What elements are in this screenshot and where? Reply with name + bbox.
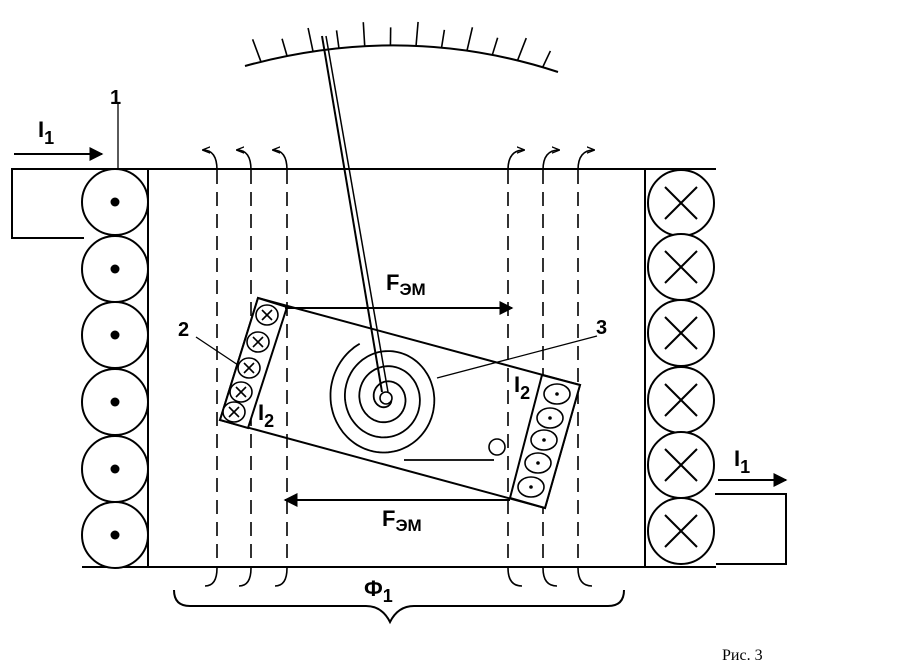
moving-frame <box>218 296 582 510</box>
right-lead-wire <box>715 493 787 565</box>
magnetic-flux-lines <box>203 150 594 587</box>
text-labels: 1 2 3 I1 I1 I2 I2 FЭМ FЭМ Ф1 Рис. 3 <box>38 87 763 664</box>
label-current-in: I1 <box>38 117 54 148</box>
conductor-cross-icon <box>243 362 255 374</box>
left-lead-wire <box>11 168 118 239</box>
flux-line-top-curl <box>577 150 594 171</box>
conductor-cross-icon <box>261 309 273 321</box>
force-arrows <box>283 301 514 507</box>
current-arrows <box>14 147 788 487</box>
label-force-bottom: FЭМ <box>382 506 422 535</box>
conductor-cross-icon <box>664 316 698 350</box>
conductor-dot-icon <box>110 197 120 207</box>
conductor-dot-icon <box>110 330 120 340</box>
conductor-dot-icon <box>555 392 559 396</box>
conductor-cross-icon <box>235 386 247 398</box>
scale-tick <box>491 37 499 56</box>
flux-line-top-curl <box>273 150 288 171</box>
leader-lines <box>117 104 598 379</box>
flux-line-bottom-curl <box>238 567 252 587</box>
scale-ticks <box>251 21 552 68</box>
label-flux: Ф1 <box>364 576 393 606</box>
conductor-dot-icon <box>548 416 552 420</box>
flux-line-top-curl <box>542 150 559 171</box>
coil-leads <box>11 168 787 565</box>
flux-line-top-curl <box>237 150 252 171</box>
spiral-spring <box>329 342 506 461</box>
scale-tick <box>281 38 288 57</box>
flux-line-bottom-curl <box>577 567 593 587</box>
conductor-cross-icon <box>664 514 698 548</box>
scale-tick <box>440 29 446 48</box>
scale-tick <box>307 27 314 52</box>
conductor-cross-icon <box>228 406 240 418</box>
flux-line-bottom-curl <box>274 567 288 587</box>
scale-tick <box>541 50 552 68</box>
conductor-dot-icon <box>110 397 120 407</box>
conductor-dot-icon <box>110 264 120 274</box>
scale <box>244 21 559 73</box>
flux-line-top-curl <box>507 150 524 171</box>
frame-winding-right <box>508 373 582 510</box>
scale-tick <box>362 22 366 47</box>
flux-line-bottom-curl <box>542 567 558 587</box>
flux-line-bottom-curl <box>204 567 218 587</box>
flux-brace <box>173 589 625 625</box>
label-frame-current-left: I2 <box>258 400 274 431</box>
conductor-dot-icon <box>110 464 120 474</box>
flux-line-bottom-curl <box>507 567 523 587</box>
conductor-cross-icon <box>664 186 698 220</box>
spring-anchor <box>488 438 506 456</box>
fixed-coil-left-conductors <box>81 168 149 569</box>
conductor-dot-icon <box>536 461 540 465</box>
conductor-dot-icon <box>542 438 546 442</box>
conductor-cross-icon <box>664 250 698 284</box>
conductor-cross-icon <box>664 383 698 417</box>
pointer-needle <box>321 35 389 393</box>
conductor-dot-icon <box>529 485 533 489</box>
scale-tick <box>466 27 474 51</box>
figure-caption: Рис. 3 <box>722 647 763 664</box>
label-spring-number: 3 <box>596 317 607 339</box>
conductor-cross-icon <box>252 336 264 348</box>
fixed-coil-right-conductors <box>647 169 715 565</box>
label-current-out: I1 <box>734 446 750 477</box>
scale-tick <box>335 30 340 49</box>
scale-arc <box>244 44 559 73</box>
label-coil-number: 1 <box>110 87 121 109</box>
scale-tick <box>415 21 419 46</box>
conductor-dot-icon <box>110 530 120 540</box>
label-force-top: FЭМ <box>386 270 426 299</box>
label-frame-winding-number: 2 <box>178 319 189 341</box>
flux-line-top-curl <box>203 150 218 171</box>
frame-winding-left <box>218 296 289 430</box>
label-frame-current-right: I2 <box>514 372 530 403</box>
scale-tick <box>516 37 528 61</box>
scale-tick <box>251 39 262 63</box>
conductor-cross-icon <box>664 448 698 482</box>
